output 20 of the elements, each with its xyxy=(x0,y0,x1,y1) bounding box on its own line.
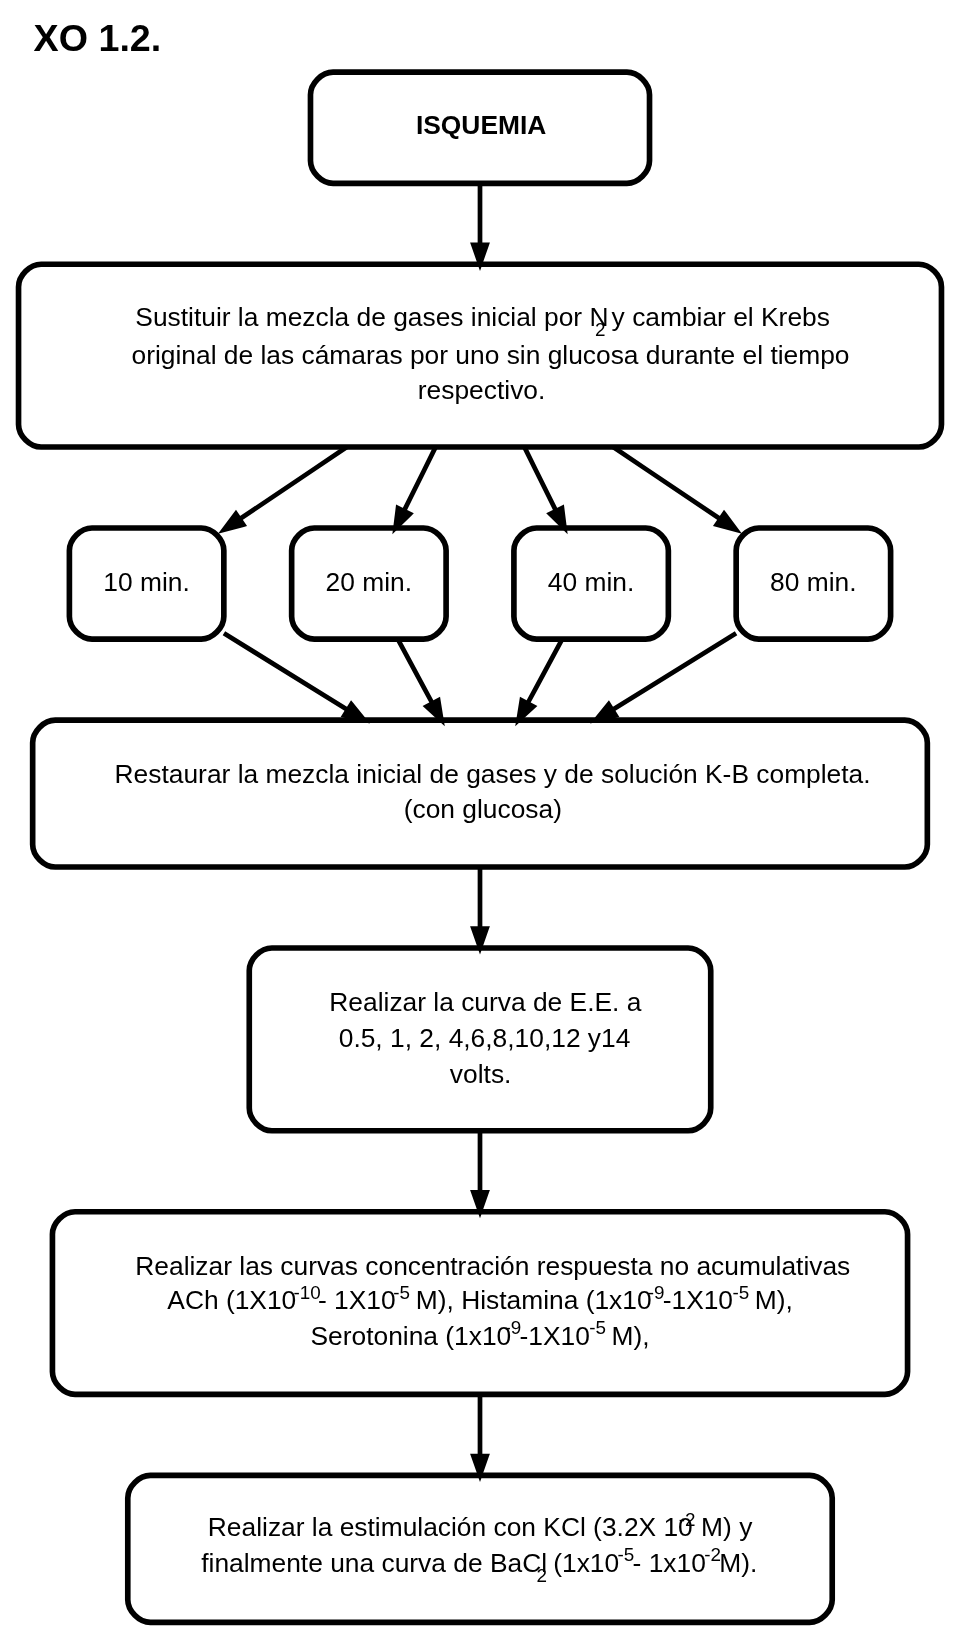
arrow xyxy=(469,183,490,271)
node-box: Restaurar la mezcla inicial de gases y de solución K-B completa. (con glucosa) xyxy=(29,717,930,870)
arrow xyxy=(521,446,568,535)
node-box: 20 min. xyxy=(288,525,449,642)
node-box: 80 min. xyxy=(732,525,893,642)
arrow xyxy=(391,446,438,535)
node-box: 40 min. xyxy=(510,525,671,642)
node-box: 10 min. xyxy=(66,525,227,642)
arrow xyxy=(222,631,370,724)
arrow xyxy=(469,1131,490,1219)
arrow xyxy=(469,1395,490,1483)
arrow xyxy=(469,867,490,955)
node-box: Sustituir la mezcla de gases inicial por N$_{2}$ y cambiar el Krebs original de las cámaras por uno sin glucosa durante el tiempo respectivo. xyxy=(15,261,944,450)
node-box: Realizar la curva de E.E. a 0.5, 1, 2, 4,6,8,10,12 y14 volts. xyxy=(245,945,714,1134)
arrow xyxy=(395,638,445,727)
diagram-title: XO 1.2. xyxy=(33,17,161,60)
arrow xyxy=(589,631,737,724)
node-box: ISQUEMIA xyxy=(307,69,652,187)
node-box: Realizar las curvas concentración respuesta no acumulativas ACh (1X10$^{-10}$- 1X10$^{-5}$ M), Histamina (1x10$^{-9}$-1X10$^{-5}$ M), Serotonina (1x10$^{-9}$-1X10$^{-5}$ M), xyxy=(49,1208,910,1398)
arrow xyxy=(514,638,564,727)
